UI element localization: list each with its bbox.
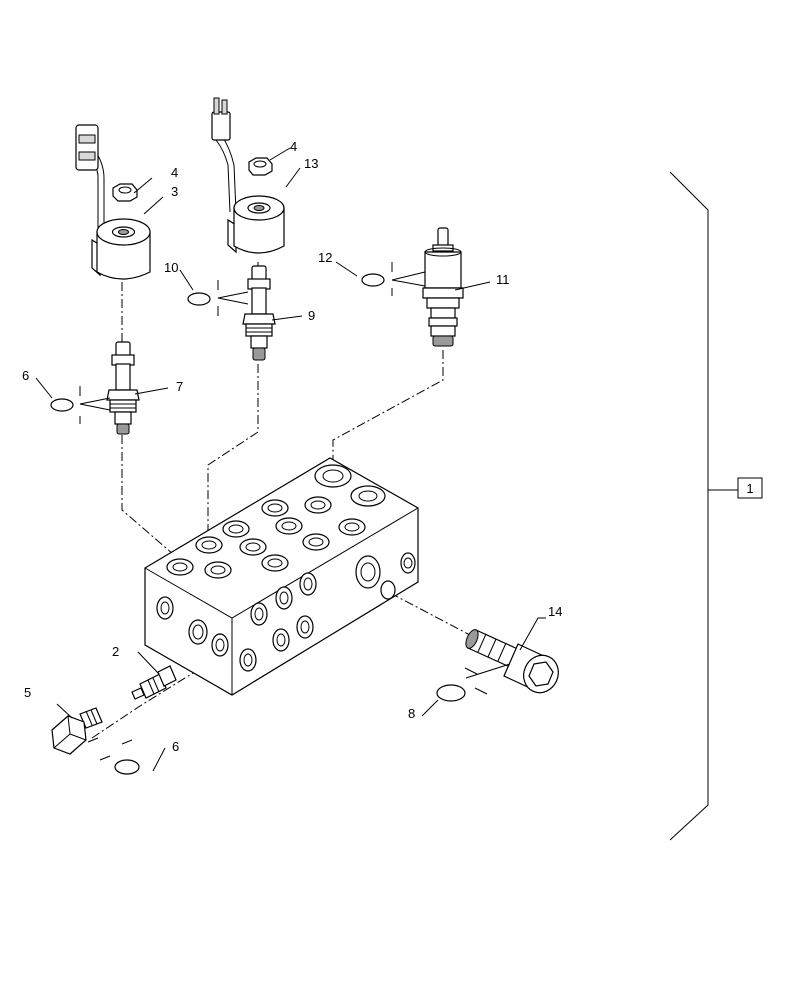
relief-valve-cartridge — [422, 227, 464, 347]
o-ring-8 — [436, 684, 466, 702]
callout-11: 11 — [496, 272, 510, 287]
o-ring-10 — [187, 292, 211, 306]
valve-cartridge-left — [106, 341, 140, 435]
manifold-block — [144, 457, 419, 696]
callout-6-lower: 6 — [172, 739, 179, 754]
callout-13: 13 — [304, 156, 318, 171]
leader-lines — [35, 147, 546, 772]
callout-2: 2 — [112, 644, 119, 659]
valve-cartridge-center — [242, 265, 276, 361]
front-ports — [156, 596, 229, 657]
o-ring-6-upper — [50, 398, 74, 412]
o-ring-12 — [361, 273, 385, 287]
callout-5: 5 — [24, 685, 31, 700]
hex-plug — [51, 707, 103, 755]
callout-7: 7 — [176, 379, 183, 394]
solenoid-coil-right — [211, 97, 285, 254]
plug-fitting — [131, 665, 177, 700]
callout-3: 3 — [171, 184, 178, 199]
callout-10: 10 — [164, 260, 178, 275]
assembly-bracket — [669, 171, 763, 841]
callout-4-left: 4 — [171, 165, 178, 180]
solenoid-coil-left — [75, 124, 151, 280]
hex-nut-right — [248, 157, 273, 176]
callout-8: 8 — [408, 706, 415, 721]
callout-labels: 1 2 3 4 4 5 6 6 7 8 9 10 11 12 13 14 — [22, 139, 754, 754]
callout-1: 1 — [746, 481, 753, 496]
callout-9: 9 — [308, 308, 315, 323]
callout-14: 14 — [548, 604, 562, 619]
o-ring-6-lower — [114, 759, 140, 775]
o-ring-pointers — [79, 262, 511, 761]
side-ports — [239, 552, 416, 672]
callout-12: 12 — [318, 250, 332, 265]
callout-6-upper: 6 — [22, 368, 29, 383]
top-ports — [166, 464, 386, 579]
callout-1-box — [737, 477, 763, 499]
callout-4-right: 4 — [290, 139, 297, 154]
cartridge-valve-horizontal — [465, 629, 559, 694]
hex-nut-left — [112, 183, 138, 202]
